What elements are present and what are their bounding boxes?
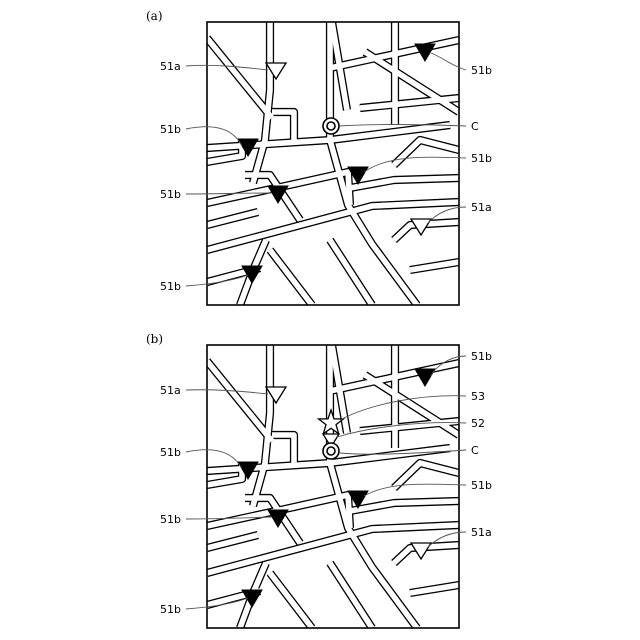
- panel-b-callout-51b-right-top: 51b: [471, 350, 492, 363]
- panel-b-callout-c: C: [471, 444, 479, 457]
- panel-b-callout-51a-left: 51a: [160, 384, 181, 397]
- panel-b-callout-51b-left-1: 51b: [160, 446, 181, 459]
- panel-a-callout-51b-left-2: 51b: [160, 188, 181, 201]
- panel-a-street-outlines: [207, 22, 459, 305]
- panel-a-callout-51a-right: 51a: [471, 201, 492, 214]
- panel-a: (a): [146, 9, 492, 305]
- panel-b-street-map: [207, 345, 459, 628]
- panel-b-callout-51a-right: 51a: [471, 526, 492, 539]
- panel-b-callout-51b-left-2: 51b: [160, 513, 181, 526]
- panel-b-current-position-c: [323, 443, 339, 459]
- panel-a-leader-51b-right-top: [431, 53, 466, 70]
- panel-a-callout-51b-right-top: 51b: [471, 64, 492, 77]
- panel-a-callout-51a-left: 51a: [160, 60, 181, 73]
- panel-a-leader-51b-right-mid: [364, 157, 466, 172]
- panel-a-street-map: [207, 22, 459, 305]
- panel-b-street-outlines: [207, 345, 459, 628]
- panel-b-callout-52: 52: [471, 417, 485, 430]
- panel-b-callout-53: 53: [471, 390, 485, 403]
- panel-a-current-position-c: [323, 118, 339, 134]
- panel-b-filled-triangle-top-right: [415, 369, 435, 386]
- panel-a-callout-51b-left-1: 51b: [160, 123, 181, 136]
- panel-a-callout-c: C: [471, 120, 479, 133]
- panel-a-label: (a): [146, 9, 163, 23]
- panel-b: (b): [146, 332, 492, 628]
- panel-a-callout-51b-right-mid: 51b: [471, 152, 492, 165]
- panel-b-leader-51b-right-mid: [364, 484, 466, 496]
- panel-a-callout-51b-left-3: 51b: [160, 280, 181, 293]
- panel-b-label: (b): [146, 332, 163, 346]
- panel-b-callout-51b-left-3: 51b: [160, 603, 181, 616]
- panel-b-callout-51b-right-mid: 51b: [471, 479, 492, 492]
